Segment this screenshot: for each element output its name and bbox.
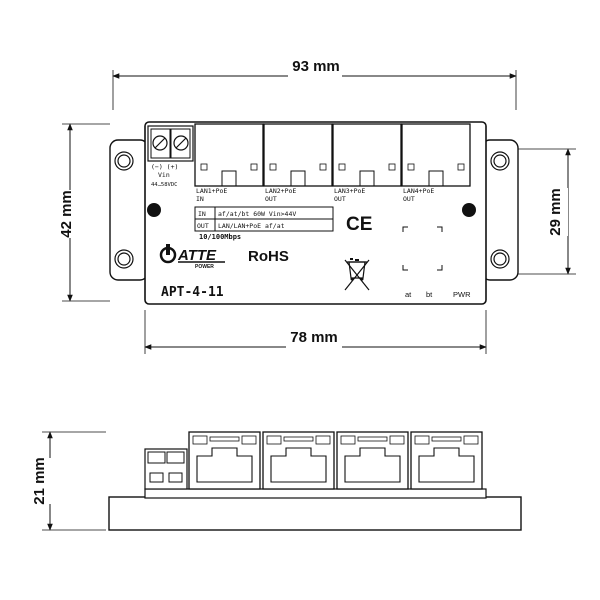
led-label-at: at (405, 290, 412, 299)
dimension-label-21: 21 mm (31, 457, 48, 505)
port-side-lan1 (188, 431, 261, 490)
terminal-voltage-range: 44…58VDC (151, 182, 178, 188)
mounting-flange-left (109, 139, 149, 281)
mounting-flange-right (481, 139, 519, 281)
spec-in-value: af/at/bt 60W Vin>44V (218, 210, 296, 218)
spec-table (194, 206, 334, 232)
port-label-lan2: LAN2+PoE (265, 187, 296, 195)
port-side-lan3 (336, 431, 409, 490)
device-body-side (108, 488, 522, 531)
port-side-lan2 (262, 431, 335, 490)
port-mode-lan3: OUT (334, 195, 346, 203)
port-lan3 (332, 123, 402, 187)
spec-out-value: LAN/LAN+PoE af/at (218, 222, 285, 230)
port-lan4 (401, 123, 471, 187)
weee-bin-icon (344, 258, 370, 291)
dimension-label-29: 29 mm (547, 188, 564, 236)
port-label-lan1: LAN1+PoE (196, 187, 227, 195)
power-terminal-block (147, 125, 194, 162)
brand-sub: POWER (195, 264, 214, 270)
dimension-label-93: 93 mm (292, 58, 340, 75)
dimension-width-total: 93 mm (112, 57, 517, 110)
port-label-lan3: LAN3+PoE (334, 187, 365, 195)
dimension-side-height: 21 mm (30, 431, 106, 531)
dimension-height-total: 42 mm (52, 123, 110, 302)
dimension-label-78: 78 mm (290, 329, 338, 346)
port-mode-lan4: OUT (403, 195, 415, 203)
terminal-block-side (144, 448, 188, 490)
port-lan2 (263, 123, 333, 187)
port-mode-lan1: IN (196, 195, 204, 203)
led-window (402, 226, 443, 271)
rohs-mark: RoHS (248, 248, 289, 265)
dimension-label-42: 42 mm (58, 190, 75, 238)
dimension-hole-spacing: 29 mm (500, 148, 576, 275)
spec-in-key: IN (198, 210, 206, 218)
brand-name: ATTE (177, 247, 217, 264)
ce-mark: CE (346, 214, 372, 235)
screw-right (462, 203, 476, 217)
led-label-pwr: PWR (453, 290, 471, 299)
spec-speed: 10/100Mbps (199, 233, 241, 241)
spec-out-key: OUT (197, 222, 209, 230)
model-number: APT-4-11 (161, 285, 224, 300)
port-side-lan4 (410, 431, 483, 490)
terminal-polarity: (−) (+) (151, 163, 178, 171)
dimension-body-width: 78 mm (144, 310, 487, 354)
port-mode-lan2: OUT (265, 195, 277, 203)
led-label-bt: bt (426, 290, 433, 299)
screw-left (147, 203, 161, 217)
brand-logo: ATTE POWER (159, 244, 225, 270)
port-lan1 (194, 123, 264, 187)
port-label-lan4: LAN4+PoE (403, 187, 434, 195)
terminal-label: Vin (158, 171, 170, 179)
